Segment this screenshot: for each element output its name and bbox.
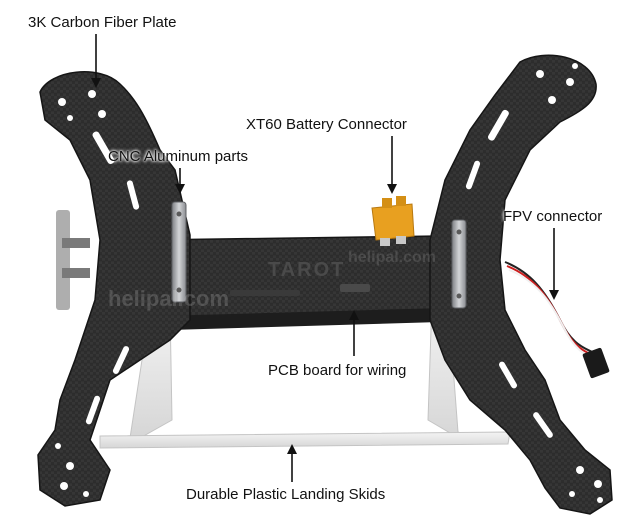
tarot-logo: TAROT	[268, 259, 345, 281]
fpv-cable	[504, 261, 610, 379]
cnc-aluminum-parts	[171, 201, 467, 309]
label-fpv-connector: FPV connector	[503, 208, 603, 225]
center-body: TAROT	[149, 235, 446, 330]
xt60-connector	[371, 196, 415, 246]
label-pcb-board: PCB board for wiring	[268, 362, 407, 379]
carbon-plate-left	[37, 71, 191, 507]
label-cnc-aluminum: CNC Aluminum parts	[108, 148, 249, 165]
label-xt60-connector: XT60 Battery Connector	[246, 116, 407, 133]
carbon-plate-right	[429, 54, 613, 515]
motor-mount-left	[56, 210, 90, 310]
label-landing-skids: Durable Plastic Landing Skids	[186, 486, 386, 503]
watermark-secondary: helipal.com	[348, 249, 436, 266]
annotation-arrows	[91, 34, 559, 482]
label-carbon-fiber-plate: 3K Carbon Fiber Plate	[28, 14, 177, 31]
watermark: helipal.com	[108, 286, 229, 311]
